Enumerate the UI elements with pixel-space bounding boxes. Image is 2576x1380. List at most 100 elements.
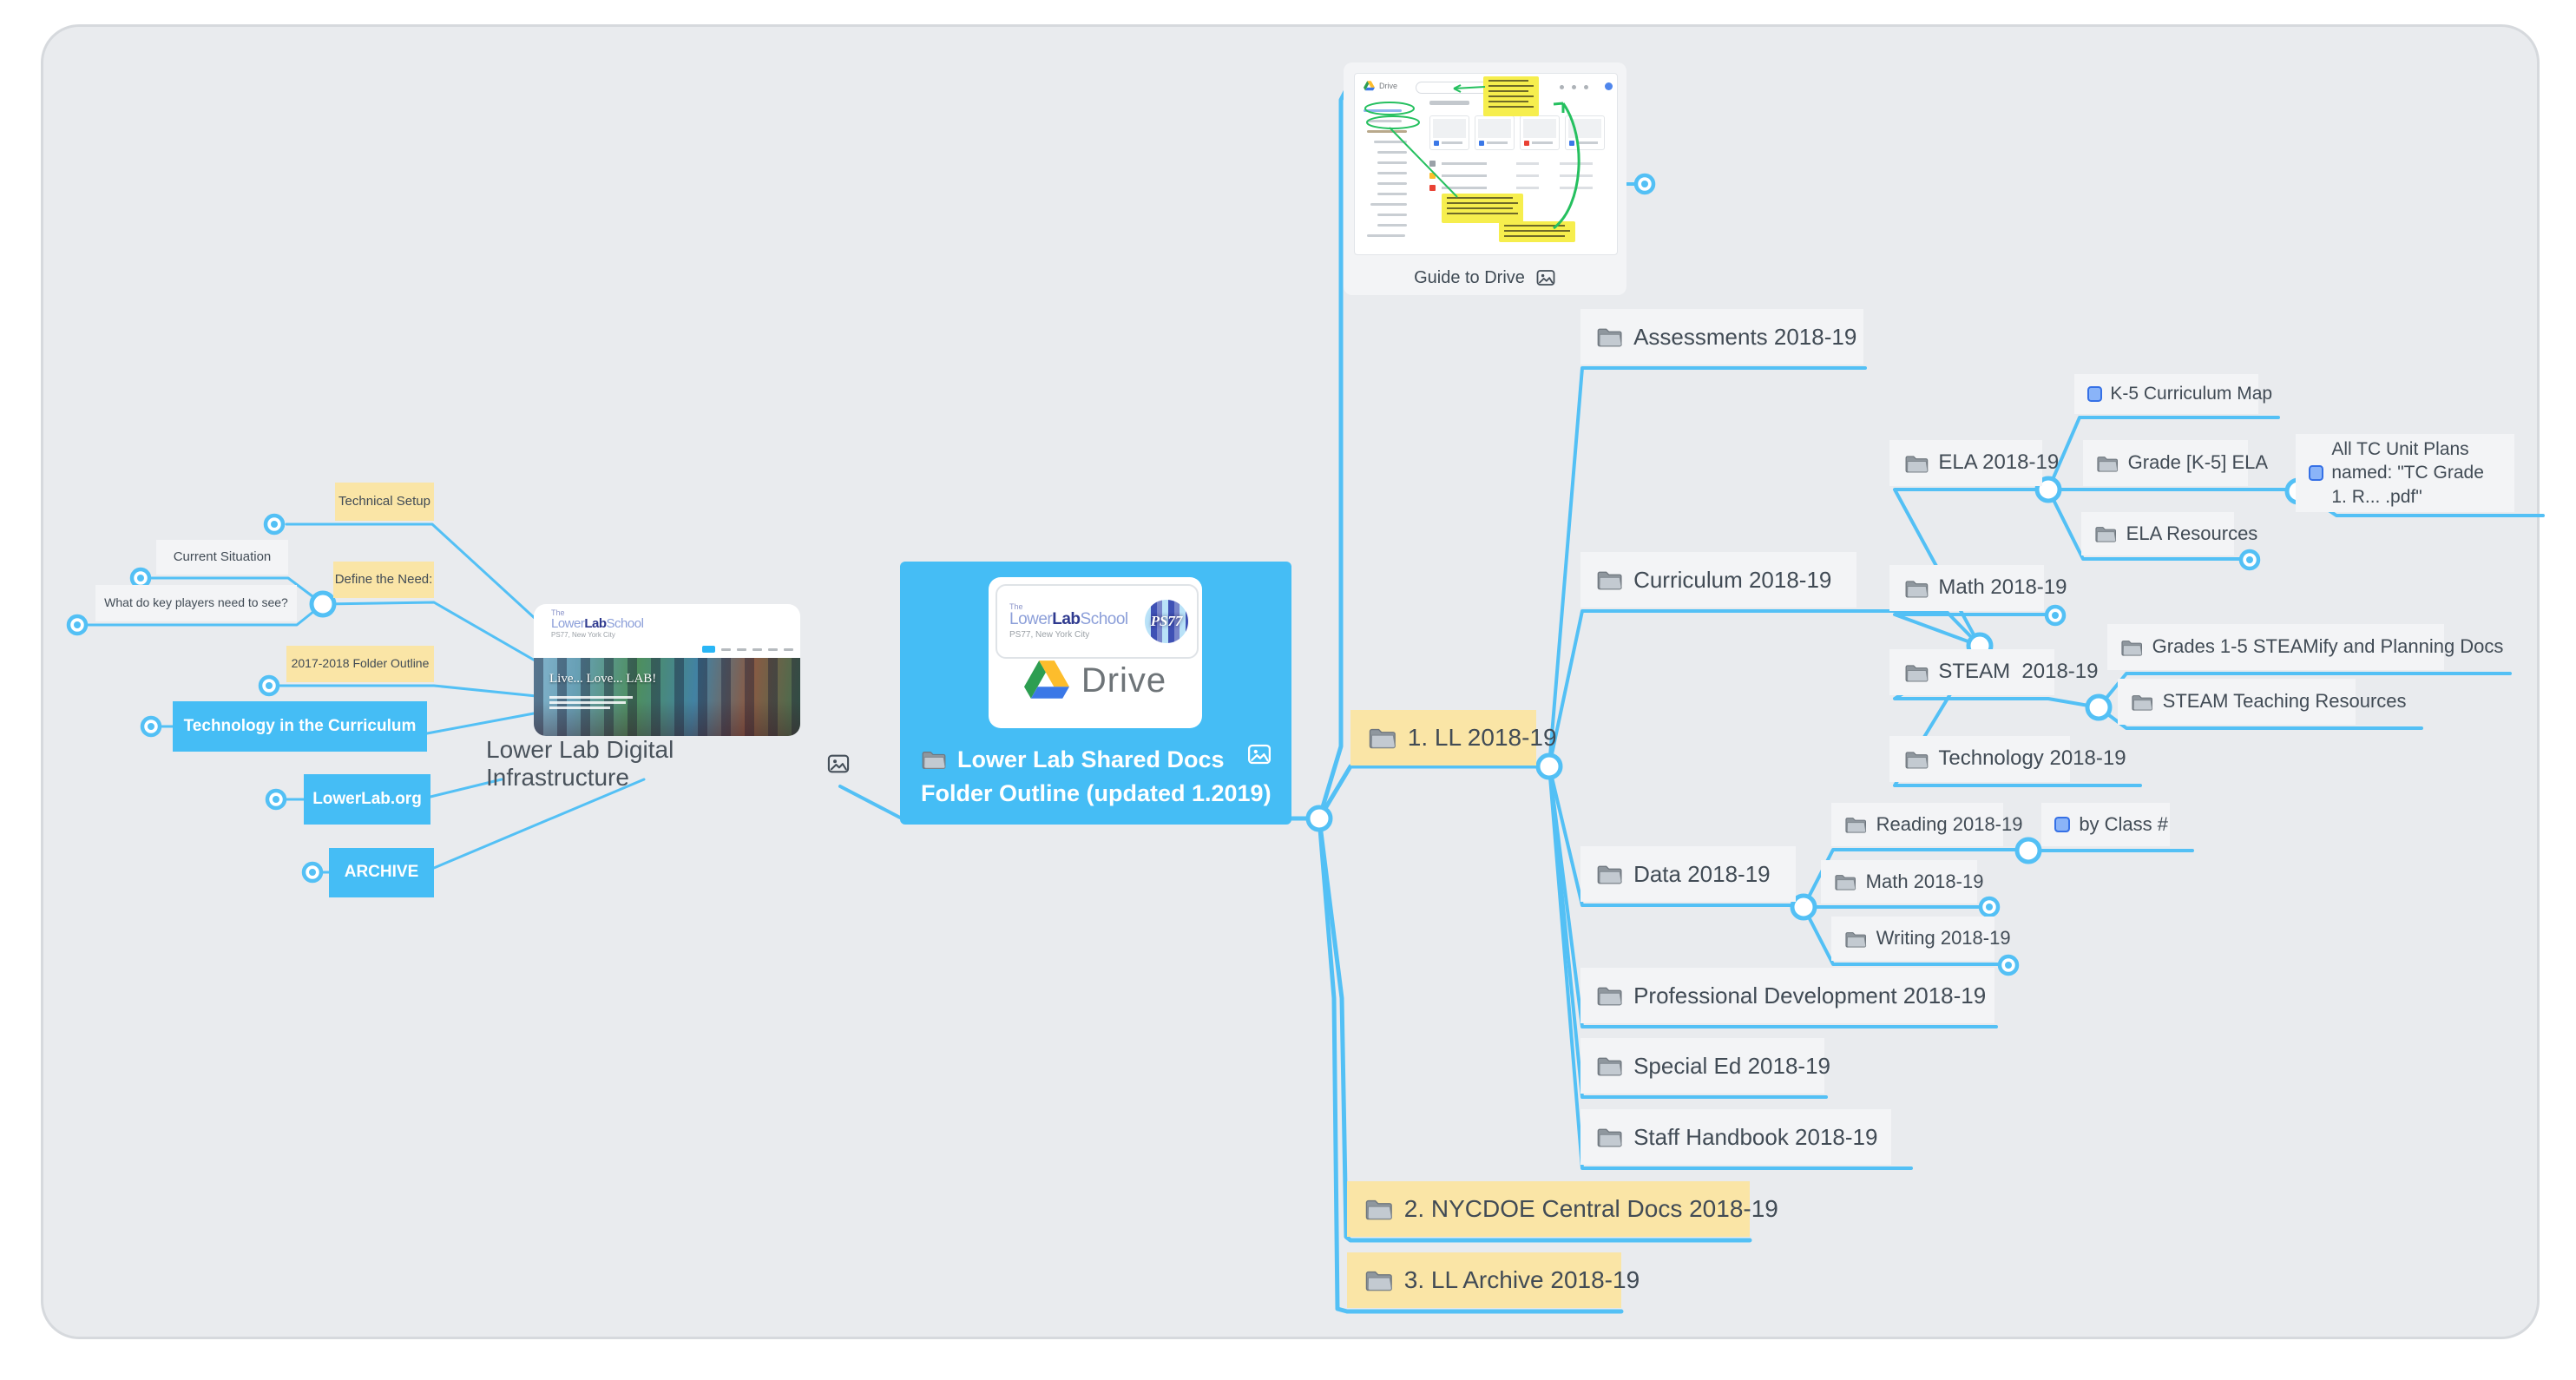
node-label: Grade [K-5] ELA: [2127, 451, 2269, 474]
node-special-ed[interactable]: Special Ed 2018-19: [1580, 1038, 1830, 1094]
node-guide-to-drive[interactable]: Drive: [1344, 62, 1626, 295]
branch-connector: [321, 601, 538, 663]
node-ela-resources[interactable]: ELA Resources: [2081, 512, 2257, 555]
node-staff-handbook[interactable]: Staff Handbook 2018-19: [1580, 1109, 1891, 1165]
collapse-handle-dot: [2005, 962, 2012, 969]
node-ll-2018-19[interactable]: 1. LL 2018-19: [1350, 710, 1557, 766]
junction-circle[interactable]: [1535, 752, 1563, 780]
folder-icon: [1905, 580, 1929, 598]
branch-connector: [285, 522, 538, 621]
node-label: STEAM Teaching Resources: [2162, 690, 2407, 713]
thumb-avatar: [1605, 82, 1613, 90]
node-label: LowerLab.org: [312, 789, 422, 808]
node-technology-in-curriculum[interactable]: Technology in the Curriculum: [173, 701, 427, 752]
site-hero-photo: Live... Love... LAB!: [534, 658, 800, 736]
node-lowerlab-org[interactable]: LowerLab.org: [304, 774, 430, 825]
collapse-handle-dot: [266, 682, 273, 689]
folder-icon: [1835, 875, 1856, 890]
junction-circle[interactable]: [1305, 805, 1333, 832]
node-steam-teaching-resources[interactable]: STEAM Teaching Resources: [2118, 679, 2407, 725]
collapse-handle-dot: [74, 621, 81, 628]
thumb-list-row: [1429, 161, 1603, 168]
node-curriculum[interactable]: Curriculum 2018-19: [1580, 552, 1856, 608]
image-attachment-icon[interactable]: [1246, 741, 1272, 767]
junction-circle[interactable]: [2014, 837, 2042, 864]
folder-icon: [1845, 931, 1867, 948]
node-label: Professional Development 2018-19: [1633, 982, 1987, 1009]
thumb-green-arrows: [1364, 84, 1580, 230]
node-label: by Class #: [2079, 812, 2169, 835]
image-attachment-icon[interactable]: [826, 752, 851, 776]
drive-triangle-icon: [1023, 660, 1069, 699]
guide-label: Guide to Drive: [1414, 267, 1525, 287]
branch-connector: [278, 684, 538, 698]
node-folder-outline-2017[interactable]: 2017-2018 Folder Outline: [286, 646, 434, 682]
node-label: Curriculum 2018-19: [1633, 566, 1832, 593]
image-attachment-icon[interactable]: [1535, 267, 1556, 288]
node-assessments[interactable]: Assessments 2018-19: [1580, 309, 1863, 365]
node-by-class[interactable]: by Class #: [2041, 803, 2170, 846]
thumb-file-card: [1475, 115, 1515, 150]
junction-circle[interactable]: [2085, 693, 2113, 721]
branch-connector: [1548, 765, 1998, 1028]
folder-icon: [2132, 694, 2153, 711]
node-label: Assessments 2018-19: [1633, 323, 1857, 350]
node-label: Data 2018-19: [1633, 860, 1771, 887]
branch-connector: [1548, 366, 1867, 768]
node-all-tc-unit-plans[interactable]: All TC Unit Plans named: "TC Grade 1. R.…: [2296, 434, 2514, 512]
collapse-handle-dot: [273, 796, 279, 803]
node-data[interactable]: Data 2018-19: [1580, 846, 1796, 902]
branch-connector: [1802, 905, 2000, 966]
node-writing-2018-19[interactable]: Writing 2018-19: [1831, 917, 2011, 961]
junction-circle[interactable]: [309, 590, 337, 618]
node-label: ELA Resources: [2126, 522, 2258, 544]
node-ela-2018-19[interactable]: ELA 2018-19: [1889, 440, 2059, 486]
node-k5-curriculum-map[interactable]: K-5 Curriculum Map: [2074, 374, 2272, 414]
node-label: Technology 2018-19: [1938, 746, 2126, 771]
folder-icon: [1365, 1199, 1392, 1220]
node-nycdoe-central-docs[interactable]: 2. NYCDOE Central Docs 2018-19: [1347, 1181, 1778, 1237]
node-label: ELA 2018-19: [1938, 450, 2060, 475]
node-reading-2018-19[interactable]: Reading 2018-19: [1831, 803, 2022, 846]
lowerlab-school-logo: The LowerLabSchool PS77, New York City P…: [996, 584, 1199, 659]
node-define-the-need[interactable]: Define the Need:: [333, 562, 434, 598]
folder-icon: [1905, 664, 1929, 682]
thumb-list-row: [1429, 173, 1603, 180]
folder-icon: [1597, 1128, 1622, 1147]
drive-label: Drive: [1081, 660, 1167, 700]
node-label: Define the Need:: [334, 571, 433, 587]
node-professional-development[interactable]: Professional Development 2018-19: [1580, 968, 1994, 1023]
junction-circle[interactable]: [2034, 476, 2062, 503]
folder-icon: [1597, 865, 1622, 884]
node-lower-lab-shared-docs[interactable]: The LowerLabSchool PS77, New York City P…: [900, 562, 1291, 825]
node-steam[interactable]: STEAM 2018-19: [1889, 649, 2098, 695]
doc-icon: [2308, 465, 2323, 481]
drive-guide-thumbnail: Drive: [1354, 73, 1618, 255]
thumb-sidebar: [1362, 102, 1414, 237]
node-grades-1-5-steamify[interactable]: Grades 1-5 STEAMify and Planning Docs: [2107, 624, 2503, 670]
branch-connector: [425, 712, 536, 735]
node-website-thumbnail[interactable]: The LowerLabSchool PS77, New York City L…: [534, 604, 800, 736]
node-math-curriculum[interactable]: Math 2018-19: [1889, 565, 2067, 611]
node-digital-infrastructure[interactable]: Lower Lab Digital Infrastructure: [486, 736, 851, 791]
node-label: K-5 Curriculum Map: [2110, 384, 2273, 404]
node-math-data[interactable]: Math 2018-19: [1821, 860, 1983, 904]
node-technology-2018-19[interactable]: Technology 2018-19: [1889, 736, 2126, 782]
thumb-annotation-note: [1442, 194, 1523, 223]
node-ll-archive[interactable]: 3. LL Archive 2018-19: [1347, 1252, 1640, 1308]
node-technical-setup[interactable]: Technical Setup: [335, 483, 434, 521]
node-current-situation[interactable]: Current Situation: [156, 540, 288, 575]
node-label: Grades 1-5 STEAMify and Planning Docs: [2152, 635, 2504, 658]
folder-icon: [1905, 751, 1929, 769]
branch-connector: [2097, 672, 2512, 709]
branch-connector: [838, 785, 902, 819]
folder-icon: [1365, 1271, 1392, 1291]
node-key-players[interactable]: What do key players need to see?: [95, 585, 297, 621]
node-label: 1. LL 2018-19: [1407, 723, 1557, 751]
node-archive[interactable]: ARCHIVE: [329, 848, 434, 897]
logo-the: The: [1009, 602, 1023, 612]
node-grade-k5-ela[interactable]: Grade [K-5] ELA: [2083, 440, 2268, 486]
junction-circle[interactable]: [1790, 893, 1817, 921]
